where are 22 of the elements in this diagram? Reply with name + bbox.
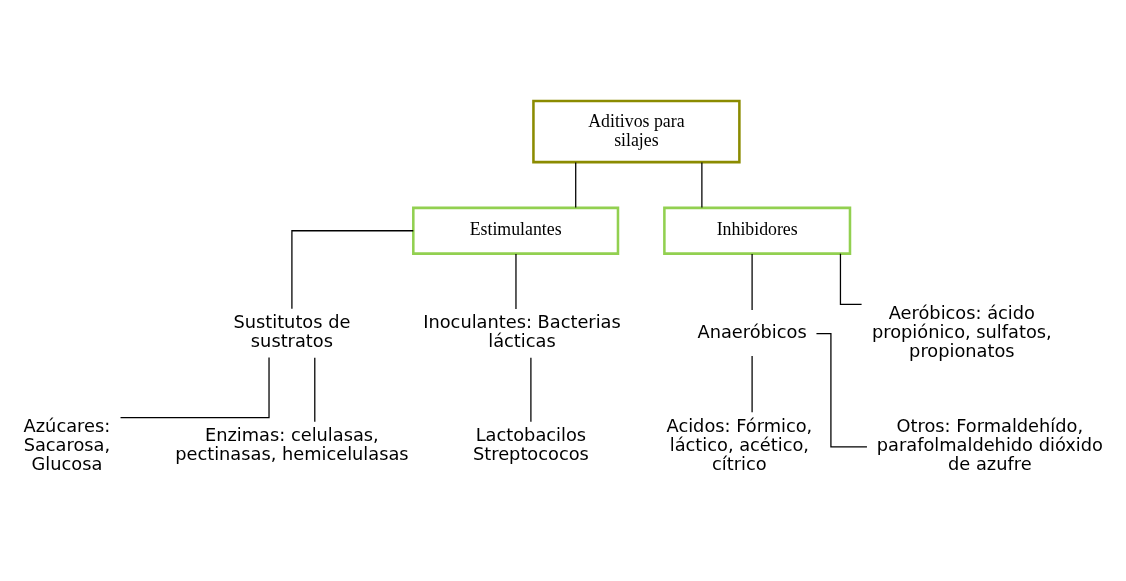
node-box: Aditivos para silajes <box>532 99 741 164</box>
connector <box>751 355 753 413</box>
connector <box>530 357 532 423</box>
connector <box>291 230 414 310</box>
connector <box>701 161 703 209</box>
node-text: Sustitutos de sustratos <box>233 311 351 352</box>
node-text: Inoculantes: Bacterias lácticas <box>423 311 621 352</box>
node-box: Inhibidores <box>663 206 852 255</box>
node-text: Azúcares: Sacarosa, Glucosa <box>23 414 111 474</box>
connector <box>575 161 577 209</box>
connector <box>751 253 753 311</box>
connector <box>314 357 316 423</box>
node-text: Aeróbicos: ácido propiónico, sulfatos, propionatos <box>871 301 1052 361</box>
node-text: Enzimas: celulasas, pectinasas, hemicelulasas <box>175 424 409 465</box>
connector <box>839 253 863 306</box>
node-text: Lactobacilos Streptococos <box>472 424 589 465</box>
connector <box>119 356 270 419</box>
node-text: Acidos: Fórmico, láctico, acético, cítrico <box>666 414 813 474</box>
connector <box>515 253 517 310</box>
node-box: Estimulantes <box>412 206 620 255</box>
node-text: Otros: Formaldehído, parafolmaldehido dióxido de azufre <box>876 414 1103 474</box>
node-text: Anaeróbicos <box>697 320 807 342</box>
